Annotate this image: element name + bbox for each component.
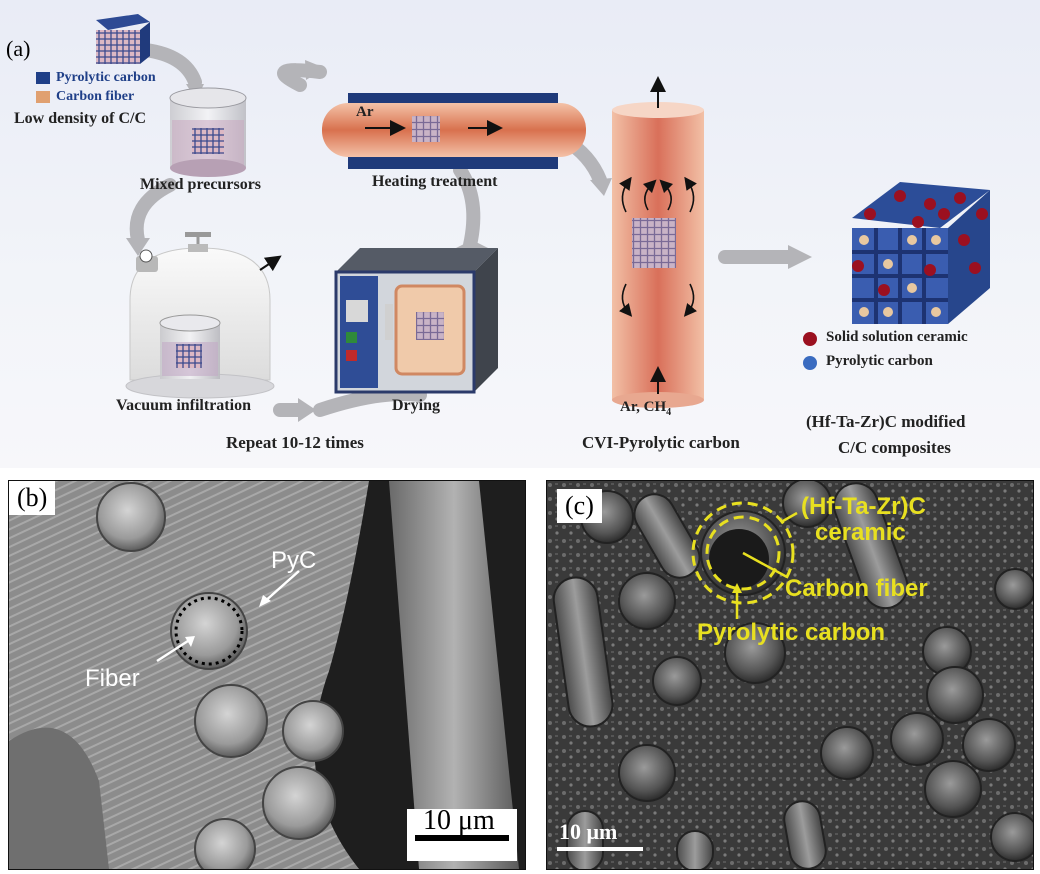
low-density-cc-cube-icon xyxy=(96,14,150,64)
mixed-precursors-beaker-icon xyxy=(169,87,247,177)
panel-c-sem-graphic xyxy=(547,481,1033,869)
drying-label: Drying xyxy=(392,397,440,414)
process-diagram-graphics xyxy=(36,14,990,422)
low-density-label: Low density of C/C xyxy=(14,110,147,127)
cvi-gas-label: Ar, CH4 xyxy=(620,399,672,418)
composite-product-cube-icon xyxy=(852,182,990,324)
legend-pyc-label: Pyrolytic carbon xyxy=(56,70,156,85)
panel-b-scale-bar: 10 μm xyxy=(407,805,517,861)
mixed-precursors-label: Mixed precursors xyxy=(140,176,262,193)
legend-ceramic-label: Solid solution ceramic xyxy=(826,329,968,345)
product-label-line2: C/C composites xyxy=(838,438,951,457)
panel-c-scale-line xyxy=(557,847,643,851)
panel-b-sem-graphic xyxy=(9,481,525,869)
pyrolytic-carbon-annotation: Pyrolytic carbon xyxy=(697,619,886,646)
panel-a-process-schematic: (a) Pyrolytic carbon Carbon fiber Low de… xyxy=(0,0,1040,468)
legend-pyc-swatch xyxy=(36,72,50,84)
cvi-process-label: CVI-Pyrolytic carbon xyxy=(582,433,740,452)
drying-oven-icon xyxy=(334,248,498,394)
legend-pyc-ball-swatch xyxy=(803,356,817,370)
scale-bar-label: 10 μm xyxy=(423,805,495,836)
vacuum-infiltration-label: Vacuum infiltration xyxy=(116,397,251,414)
panel-c-scale-label: 10 μm xyxy=(559,819,618,844)
repeat-cycles-label: Repeat 10-12 times xyxy=(226,433,364,452)
heating-furnace-icon xyxy=(322,93,586,169)
panel-b-tag: (b) xyxy=(9,481,56,515)
ceramic-annotation-line1: (Hf-Ta-Zr)C xyxy=(801,493,926,520)
scale-bar-line xyxy=(415,835,509,841)
fiber-annotation: Fiber xyxy=(85,665,140,692)
product-label-line1: (Hf-Ta-Zr)C modified xyxy=(806,412,966,431)
panel-a-tag: (a) xyxy=(6,36,31,61)
legend-fiber-swatch xyxy=(36,91,50,103)
carbon-fiber-annotation: Carbon fiber xyxy=(785,575,928,602)
legend-pyc-ball-label: Pyrolytic carbon xyxy=(826,353,933,369)
vacuum-infiltration-jar-icon xyxy=(125,232,282,399)
legend-ceramic-swatch xyxy=(803,332,817,346)
panel-b-sem-image: (b) PyC Fiber 10 μm xyxy=(8,480,526,870)
ar-inlet-label: Ar xyxy=(356,104,374,120)
heating-treatment-label: Heating treatment xyxy=(372,173,498,190)
panel-c-tag: (c) xyxy=(557,489,602,523)
cvi-reactor-column-icon xyxy=(612,76,704,408)
ceramic-annotation-line2: ceramic xyxy=(815,519,906,546)
pyc-annotation: PyC xyxy=(271,547,317,574)
legend-fiber-label: Carbon fiber xyxy=(56,89,135,104)
panel-c-sem-image: (c) (Hf-Ta-Zr)C ceramic Carbon fiber Pyr… xyxy=(546,480,1034,870)
